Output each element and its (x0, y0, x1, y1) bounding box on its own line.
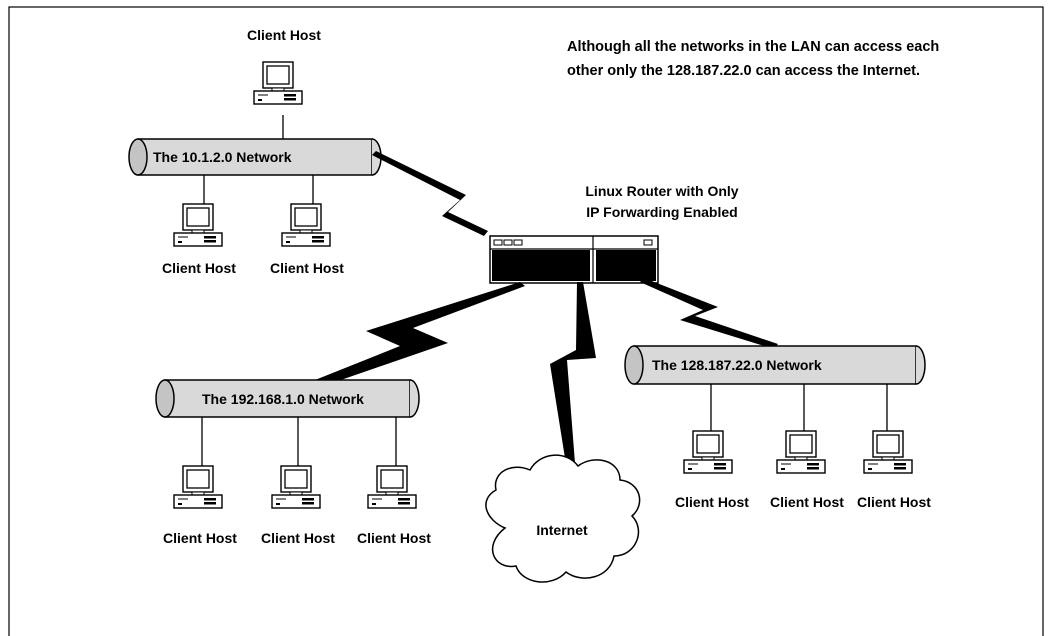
host-label: Client Host (247, 27, 321, 43)
pipe-end (155, 379, 175, 418)
cloud-icon (485, 454, 641, 583)
host-label: Client Host (163, 530, 237, 546)
client-host: Client Host (270, 203, 344, 276)
network-pipe (915, 345, 926, 385)
lightning-bolt-icon (275, 282, 525, 401)
client-host: Client Host (857, 430, 931, 510)
desktop-computer-icon (271, 465, 321, 509)
client-host: Client Host (675, 430, 749, 510)
note-line-2: other only the 128.187.22.0 can access t… (567, 63, 920, 79)
internet-label: Internet (536, 522, 588, 538)
client-host: Client Host (357, 465, 431, 546)
client-host-top: Client Host (247, 27, 321, 105)
lightning-bolt-icon (640, 278, 778, 349)
desktop-computer-icon (173, 203, 223, 247)
rack-router-icon (489, 235, 659, 284)
lightning-bolt-icon (550, 282, 596, 502)
desktop-computer-icon (776, 430, 826, 474)
desktop-computer-icon (367, 465, 417, 509)
network-10-1-2-0: The 10.1.2.0 Network Client Host Client … (128, 27, 382, 276)
desktop-computer-icon (253, 61, 303, 105)
desktop-computer-icon (173, 465, 223, 509)
note-line-1: Although all the networks in the LAN can… (567, 39, 939, 55)
host-label: Client Host (162, 260, 236, 276)
lightning-bolt-icon (372, 151, 488, 236)
network-label: The 192.168.1.0 Network (202, 391, 364, 407)
network-pipe (409, 379, 420, 418)
client-host: Client Host (261, 465, 335, 546)
host-label: Client Host (770, 494, 844, 510)
host-label: Client Host (675, 494, 749, 510)
network-128-187-22-0: The 128.187.22.0 Network Client Host Cli… (624, 345, 931, 510)
host-label: Client Host (270, 260, 344, 276)
client-host: Client Host (770, 430, 844, 510)
router-label-line-2: IP Forwarding Enabled (586, 204, 737, 220)
desktop-computer-icon (863, 430, 913, 474)
frame-border (8, 6, 1044, 636)
network-pipe (633, 345, 917, 385)
host-label: Client Host (857, 494, 931, 510)
host-label: Client Host (261, 530, 335, 546)
desktop-computer-icon (281, 203, 331, 247)
network-label: The 10.1.2.0 Network (153, 149, 292, 165)
router-label-line-1: Linux Router with Only (585, 183, 738, 199)
host-label: Client Host (357, 530, 431, 546)
network-192-168-1-0: The 192.168.1.0 Network Client Host Clie… (155, 379, 431, 546)
pipe-end (128, 138, 148, 176)
network-label: The 128.187.22.0 Network (652, 357, 822, 373)
network-pipe (137, 138, 373, 176)
internet-cloud: Internet (485, 454, 641, 583)
desktop-computer-icon (683, 430, 733, 474)
pipe-end (624, 345, 644, 385)
linux-router: Linux Router with Only IP Forwarding Ena… (489, 183, 739, 284)
client-host: Client Host (162, 203, 236, 276)
client-host: Client Host (163, 465, 237, 546)
